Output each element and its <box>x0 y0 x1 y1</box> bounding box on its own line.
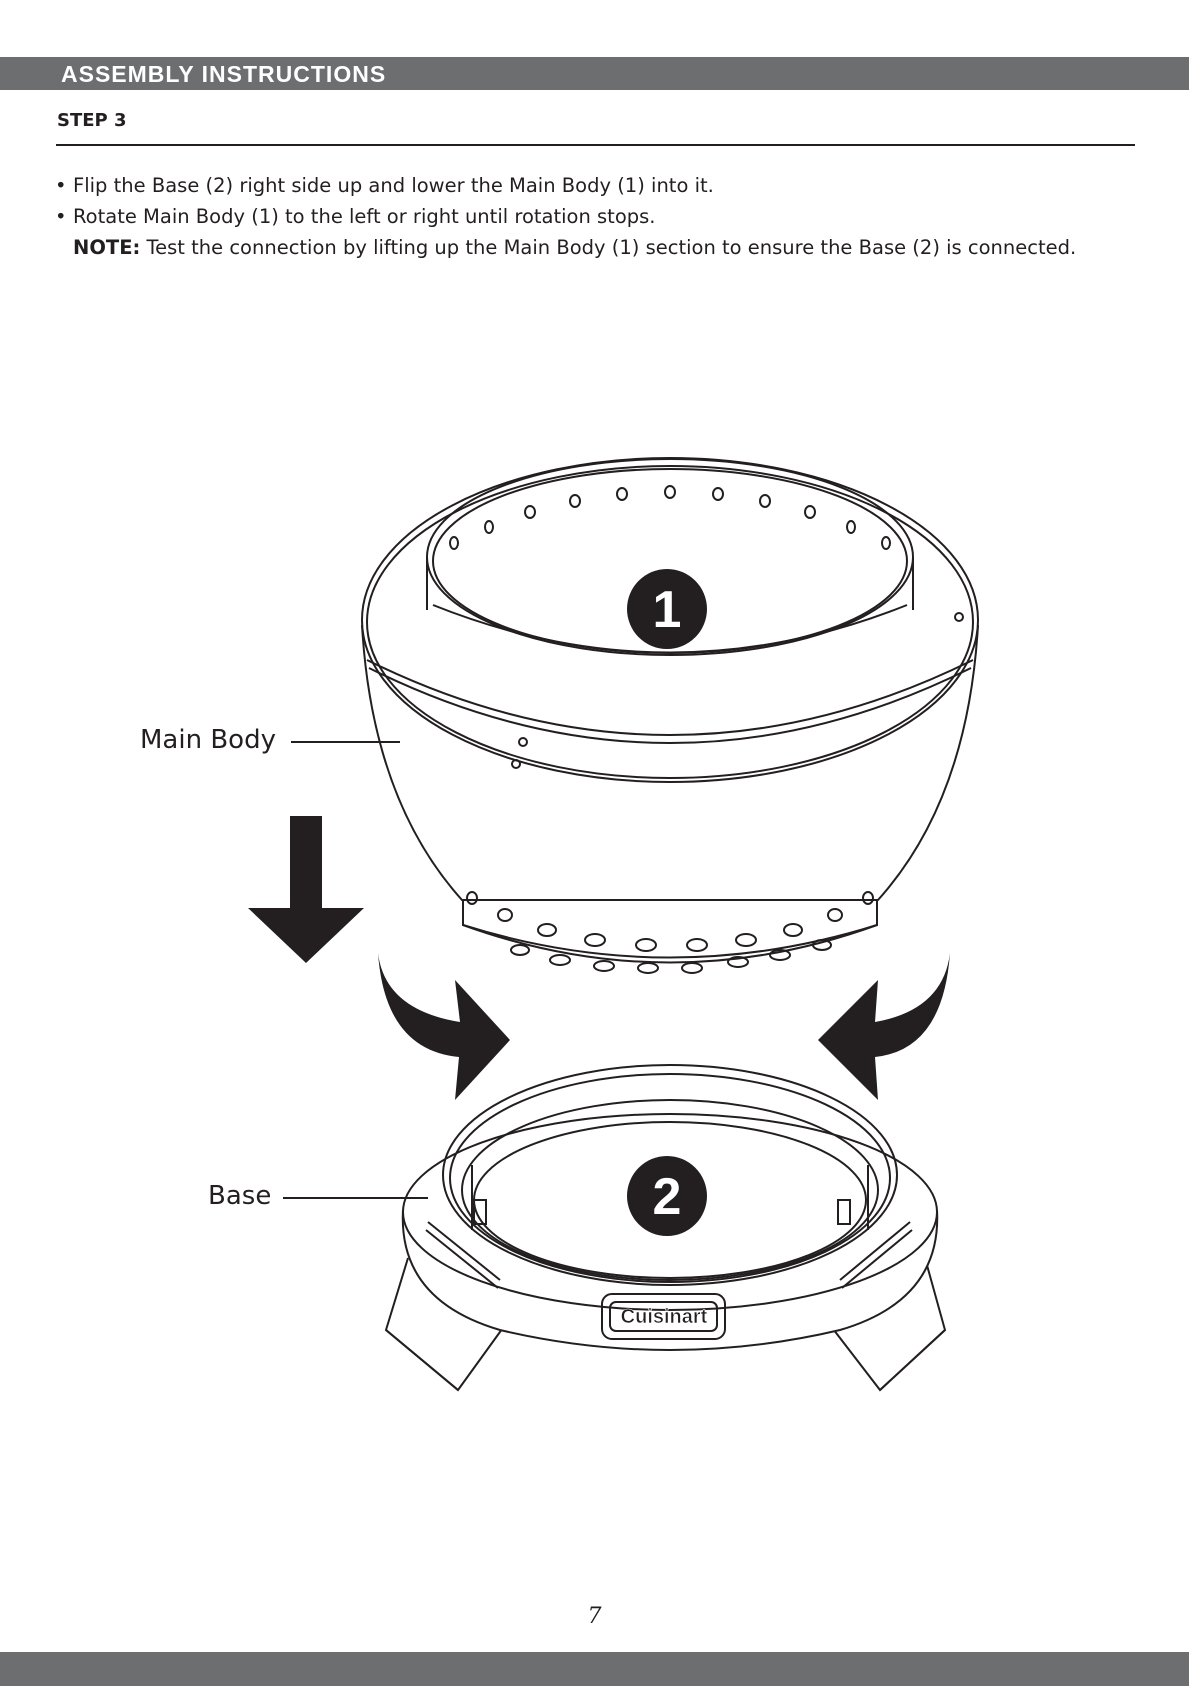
down-arrow-icon <box>248 816 364 963</box>
footer-bar <box>0 1652 1189 1686</box>
rotate-right-arrow-icon <box>378 953 510 1100</box>
part-2-number: 2 <box>653 1168 682 1226</box>
part-1-number: 1 <box>653 581 682 639</box>
main-body-label: Main Body <box>140 725 276 755</box>
rotate-left-arrow-icon <box>818 953 950 1100</box>
base-label: Base <box>208 1181 271 1211</box>
brand-logo: Cuisinart <box>621 1306 708 1328</box>
page-number: 7 <box>0 1604 1189 1629</box>
main-body-illustration <box>362 458 978 973</box>
